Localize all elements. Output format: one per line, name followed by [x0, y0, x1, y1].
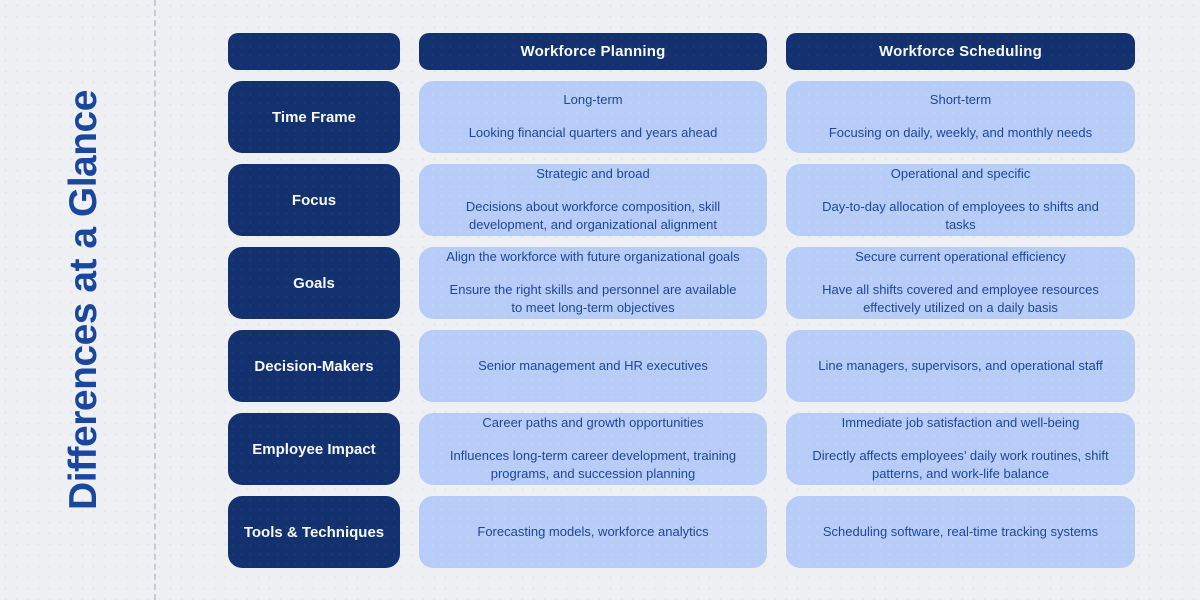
cell-text: Influences long-term career development,… — [449, 447, 737, 482]
cell-text: Senior management and HR executives — [478, 357, 708, 373]
row-label-focus: Focus — [228, 164, 400, 236]
cell-text: Forecasting models, workforce analytics — [477, 523, 709, 539]
cell-text: Long-term — [563, 92, 623, 108]
scheduling-cell-focus: Operational and specific Day-to-day allo… — [786, 164, 1135, 236]
cell-text: Line managers, supervisors, and operatio… — [818, 357, 1103, 373]
cell-text: Align the workforce with future organiza… — [446, 248, 740, 264]
cell-text: Career paths and growth opportunities — [482, 414, 704, 430]
row-label-employee-impact: Employee Impact — [228, 413, 400, 485]
cell-text: Day-to-day allocation of employees to sh… — [822, 198, 1099, 233]
row-label-goals: Goals — [228, 247, 400, 319]
cell-text: Secure current operational efficiency — [855, 248, 1066, 264]
scheduling-cell-tools-techniques: Scheduling software, real-time tracking … — [786, 496, 1135, 568]
scheduling-cell-employee-impact: Immediate job satisfaction and well-bein… — [786, 413, 1135, 485]
column-header-workforce-scheduling: Workforce Scheduling — [786, 33, 1135, 70]
cell-text: Ensure the right skills and personnel ar… — [449, 281, 737, 316]
row-label-tools-techniques: Tools & Techniques — [228, 496, 400, 568]
planning-cell-time-frame: Long-term Looking financial quarters and… — [419, 81, 767, 153]
cell-text: Strategic and broad — [536, 165, 650, 181]
cell-text: Directly affects employees’ daily work r… — [812, 447, 1109, 482]
planning-cell-goals: Align the workforce with future organiza… — [419, 247, 767, 319]
cell-text: Focusing on daily, weekly, and monthly n… — [828, 125, 1093, 140]
planning-cell-focus: Strategic and broad Decisions about work… — [419, 164, 767, 236]
cell-text: Have all shifts covered and employee res… — [822, 281, 1099, 316]
scheduling-cell-goals: Secure current operational efficiency Ha… — [786, 247, 1135, 319]
cell-text: Looking financial quarters and years ahe… — [468, 125, 718, 140]
row-label-time-frame: Time Frame — [228, 81, 400, 153]
cell-text: Scheduling software, real-time tracking … — [822, 523, 1099, 539]
scheduling-cell-time-frame: Short-term Focusing on daily, weekly, an… — [786, 81, 1135, 153]
cell-text: Immediate job satisfaction and well-bein… — [841, 414, 1080, 430]
page-title: Differences at a Glance — [62, 90, 105, 510]
cell-text: Operational and specific — [890, 165, 1031, 181]
column-header-workforce-planning: Workforce Planning — [419, 33, 767, 70]
row-label-decision-makers: Decision-Makers — [228, 330, 400, 402]
planning-cell-employee-impact: Career paths and growth opportunities In… — [419, 413, 767, 485]
vertical-dashed-divider — [154, 0, 156, 600]
scheduling-cell-decision-makers: Line managers, supervisors, and operatio… — [786, 330, 1135, 402]
header-corner-cell — [228, 33, 400, 70]
cell-text: Decisions about workforce composition, s… — [465, 198, 721, 233]
planning-cell-decision-makers: Senior management and HR executives — [419, 330, 767, 402]
planning-cell-tools-techniques: Forecasting models, workforce analytics — [419, 496, 767, 568]
cell-text: Short-term — [929, 92, 992, 108]
comparison-table: Workforce Planning Workforce Scheduling … — [228, 33, 1135, 568]
